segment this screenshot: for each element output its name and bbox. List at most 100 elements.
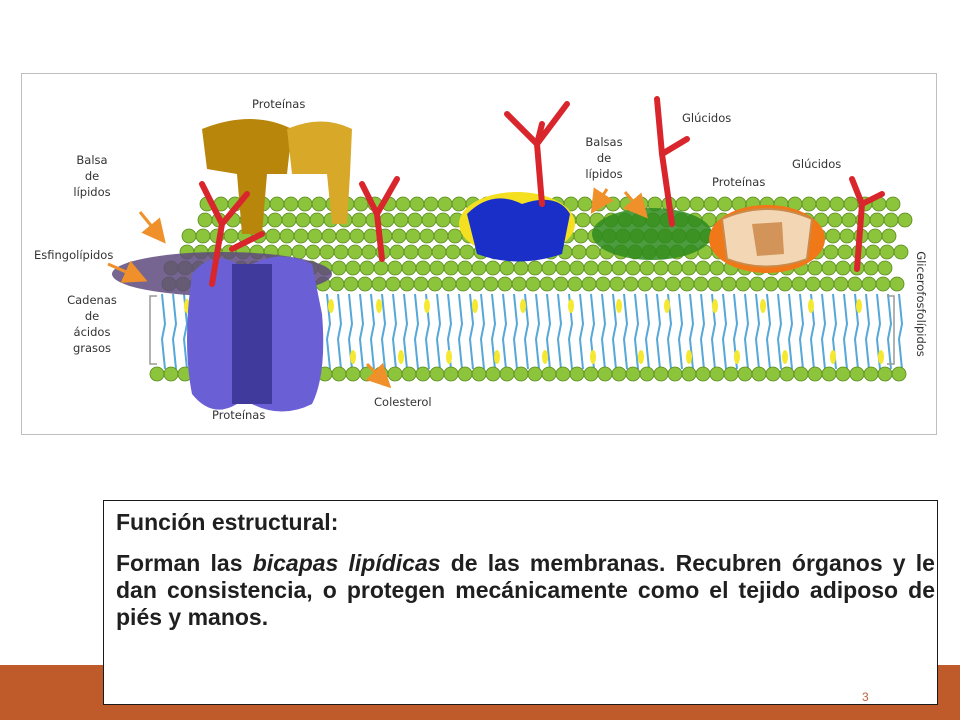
phospholipid-head — [849, 366, 865, 382]
phospholipid-head — [527, 366, 543, 382]
phospholipid-head — [863, 366, 879, 382]
cholesterol — [782, 350, 788, 364]
phospholipid-head — [319, 244, 335, 260]
phospholipid-head — [721, 276, 737, 292]
fatty-acid-tail — [479, 293, 486, 370]
fatty-acid-tail — [787, 293, 794, 370]
phospholipid-head — [331, 260, 347, 276]
fatty-acid-tail — [897, 293, 904, 370]
fatty-acid-tail — [490, 293, 497, 370]
phospholipid-head — [223, 228, 239, 244]
phospholipid-head — [889, 276, 905, 292]
phospholipid-head — [709, 366, 725, 382]
phospholipid-head — [723, 366, 739, 382]
fatty-acid-tail — [754, 293, 761, 370]
phospholipid-head — [471, 260, 487, 276]
phospholipid-head — [893, 244, 909, 260]
cholesterol — [520, 299, 526, 313]
phospholipid-head — [291, 244, 307, 260]
glycans — [199, 96, 885, 287]
label-proteinas-right: Proteínas — [712, 175, 765, 189]
phospholipid-head — [345, 260, 361, 276]
phospholipid-head — [623, 276, 639, 292]
fatty-acid-tail — [798, 293, 805, 370]
cholesterol — [856, 299, 862, 313]
phospholipid-head — [553, 276, 569, 292]
phospholipid-head — [455, 276, 471, 292]
phospholipid-head — [609, 276, 625, 292]
phospholipid-head — [293, 228, 309, 244]
phospholipid-head — [583, 366, 599, 382]
phospholipid-head — [297, 196, 313, 212]
phospholipid-head — [333, 244, 349, 260]
cholesterol — [472, 299, 478, 313]
membrane-diagram: Proteínas Balsa de lípidos Esfingolípido… — [21, 73, 937, 435]
phospholipid-head — [413, 276, 429, 292]
phospholipid-head — [833, 276, 849, 292]
phospholipid-head — [387, 260, 403, 276]
phospholipid-head — [693, 276, 709, 292]
phospholipid-head — [675, 196, 691, 212]
phospholipid-head — [457, 260, 473, 276]
phospholipid-head — [409, 196, 425, 212]
phospholipid-head — [571, 244, 587, 260]
phospholipid-head — [265, 228, 281, 244]
cholesterol — [542, 350, 548, 364]
phospholipid-head — [385, 276, 401, 292]
phospholipid-head — [269, 196, 285, 212]
phospholipid-head — [891, 366, 907, 382]
phospholipid-head — [401, 260, 417, 276]
phospholipid-head — [437, 196, 453, 212]
phospholipid-head — [527, 260, 543, 276]
phospholipid-head — [359, 260, 375, 276]
phospholipid-head — [639, 260, 655, 276]
phospholipid-head — [485, 366, 501, 382]
fatty-acid-tail — [644, 293, 651, 370]
phospholipid-head — [885, 196, 901, 212]
phospholipid-head — [443, 260, 459, 276]
phospholipid-head — [283, 196, 299, 212]
phospholipid-head — [349, 228, 365, 244]
fatty-acid-tail — [743, 293, 750, 370]
phospholipid-head — [861, 276, 877, 292]
phospholipid-head — [835, 366, 851, 382]
cholesterol — [376, 299, 382, 313]
phospholipid-head — [625, 260, 641, 276]
phospholipid-head — [735, 276, 751, 292]
phospholipid-head — [575, 212, 591, 228]
label-cadenas-4: grasos — [73, 341, 111, 355]
fatty-acid-tail — [512, 293, 519, 370]
fatty-acid-tail — [886, 293, 893, 370]
phospholipid-head — [371, 276, 387, 292]
phospholipid-head — [445, 244, 461, 260]
label-cadenas-1: Cadenas — [67, 293, 117, 307]
label-glucidos-1: Glúcidos — [682, 111, 731, 125]
fatty-acid-tail — [545, 293, 552, 370]
fatty-acid-tail — [435, 293, 442, 370]
phospholipid-head — [821, 260, 837, 276]
phospholipid-head — [879, 244, 895, 260]
phospholipid-head — [695, 260, 711, 276]
phospholipid-head — [681, 366, 697, 382]
label-proteinas-bottom: Proteínas — [212, 408, 265, 422]
phospholipid-head — [681, 260, 697, 276]
phospholipid-head — [807, 366, 823, 382]
cholesterol — [760, 299, 766, 313]
phospholipid-head — [793, 366, 809, 382]
cholesterol-molecules — [184, 299, 884, 364]
phospholipid-head — [429, 366, 445, 382]
phospholipid-head — [435, 212, 451, 228]
label-balsas-2: de — [597, 151, 611, 165]
section-heading: Función estructural: — [116, 509, 339, 535]
phospholipid-head — [393, 212, 409, 228]
fatty-acid-tail — [457, 293, 464, 370]
cholesterol — [350, 350, 356, 364]
label-glicerofosfolipidos: Glicerofosfolípidos — [914, 251, 928, 357]
cholesterol — [446, 350, 452, 364]
phospholipid-head — [555, 260, 571, 276]
phospholipid-head — [877, 260, 893, 276]
phospholipid-head — [429, 260, 445, 276]
fatty-acid-tail — [402, 293, 409, 370]
phospholipid-head — [351, 212, 367, 228]
protein-gold-left — [202, 119, 292, 234]
